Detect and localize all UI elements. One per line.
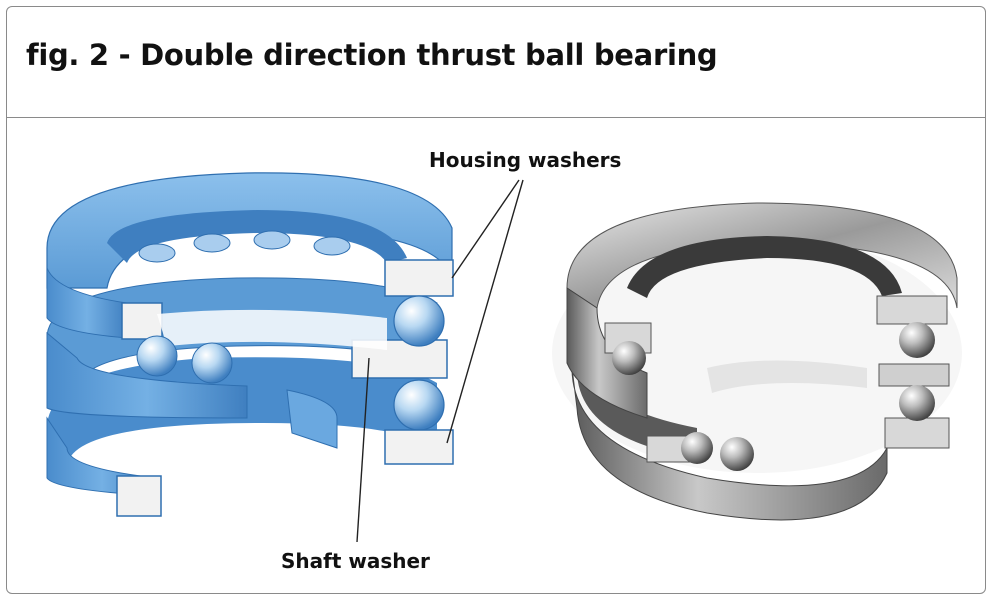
leader-shaft	[356, 357, 370, 543]
diagram-bearing	[46, 172, 454, 517]
top-housing-washer	[46, 172, 454, 340]
leader-housing-top	[451, 179, 520, 279]
figure-title: fig. 2 - Double direction thrust ball be…	[26, 38, 718, 72]
leader-lines	[356, 179, 524, 543]
leader-housing-bottom	[446, 179, 524, 444]
photo-bearing	[552, 202, 962, 521]
bearing-illustrations	[46, 172, 962, 543]
figure-area: Housing washers Shaft washer	[7, 118, 985, 593]
figure-header: fig. 2 - Double direction thrust ball be…	[7, 7, 985, 118]
shaft-washer-label: Shaft washer	[281, 549, 430, 573]
figure-frame: fig. 2 - Double direction thrust ball be…	[6, 6, 986, 594]
housing-washers-label: Housing washers	[429, 148, 622, 172]
